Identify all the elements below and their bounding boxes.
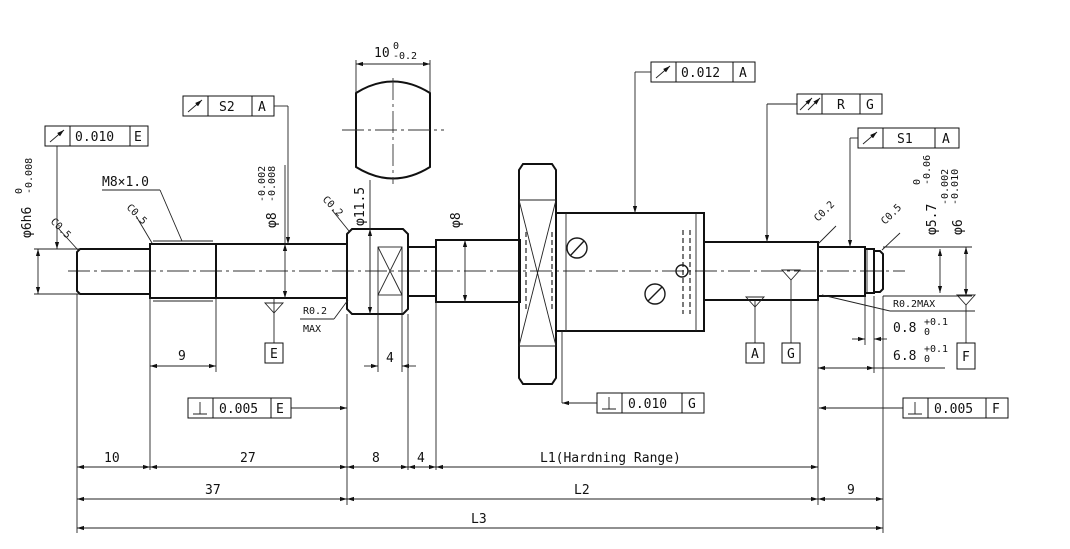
shaft-outline xyxy=(76,228,884,315)
svg-text:4: 4 xyxy=(386,351,394,366)
svg-text:φ8: φ8 xyxy=(449,212,464,228)
svg-text:S1: S1 xyxy=(897,132,913,147)
svg-text:G: G xyxy=(787,347,795,362)
fcf-runout-a: 0.012 A xyxy=(632,61,756,213)
svg-text:φ6: φ6 xyxy=(951,219,966,235)
ball-nut xyxy=(518,163,705,385)
svg-text:9: 9 xyxy=(847,483,855,498)
svg-text:-0.002: -0.002 xyxy=(257,166,268,202)
svg-text:C0.2: C0.2 xyxy=(320,194,345,219)
svg-text:-0.008: -0.008 xyxy=(267,166,278,202)
fcf-perp-f: 0.005 F xyxy=(819,397,1009,419)
svg-text:A: A xyxy=(751,347,759,362)
svg-text:+0.1: +0.1 xyxy=(924,344,948,355)
svg-text:A: A xyxy=(258,100,266,115)
svg-text:S2: S2 xyxy=(219,100,235,115)
svg-text:G: G xyxy=(688,397,696,412)
svg-text:0: 0 xyxy=(912,179,923,185)
svg-text:L1(Hardning Range): L1(Hardning Range) xyxy=(540,451,681,466)
datum-a-box xyxy=(745,342,765,364)
svg-text:10: 10 xyxy=(104,451,120,466)
dia-6h6-label: φ6h6 xyxy=(20,207,35,238)
svg-text:0: 0 xyxy=(393,41,399,52)
fcf-perp-e: 0.005 E xyxy=(187,397,347,419)
datum-f-box xyxy=(956,342,976,370)
fcf-runout-s2: S2 A xyxy=(182,95,291,244)
svg-text:C0.5: C0.5 xyxy=(48,216,73,241)
svg-text:8: 8 xyxy=(372,451,380,466)
svg-text:L3: L3 xyxy=(471,512,487,527)
svg-text:0.005: 0.005 xyxy=(934,402,973,417)
svg-text:φ5.7: φ5.7 xyxy=(925,204,940,235)
svg-text:A: A xyxy=(942,132,950,147)
svg-text:R0.2: R0.2 xyxy=(303,306,327,317)
diameter-dims: φ6h6 0 -0.008 φ8 -0.002 -0.008 φ11.5 φ8 … xyxy=(14,155,972,314)
svg-text:E: E xyxy=(276,402,284,417)
datum-g-box xyxy=(781,342,801,364)
svg-text:6.8: 6.8 xyxy=(893,349,916,364)
short-length-dims: 9 4 xyxy=(149,295,416,372)
svg-text:-0.008: -0.008 xyxy=(24,158,35,194)
svg-text:φ8: φ8 xyxy=(265,212,280,228)
datum-markers: E A G F xyxy=(263,269,977,370)
svg-text:-0.010: -0.010 xyxy=(950,169,961,205)
svg-text:0: 0 xyxy=(924,354,930,365)
svg-text:0.012: 0.012 xyxy=(681,66,720,81)
flat-dim-label: 10 xyxy=(374,46,390,61)
groove-dims: 0.8 +0.1 0 6.8 +0.1 0 xyxy=(818,296,948,373)
fcf-perp-g: 0.010 G xyxy=(561,331,705,414)
svg-text:27: 27 xyxy=(240,451,256,466)
svg-text:R: R xyxy=(837,98,845,113)
svg-text:0.8: 0.8 xyxy=(893,321,916,336)
svg-text:9: 9 xyxy=(178,349,186,364)
svg-text:E: E xyxy=(134,130,142,145)
svg-text:R0.2MAX: R0.2MAX xyxy=(893,299,935,310)
svg-text:0.005: 0.005 xyxy=(219,402,258,417)
svg-text:-0.002: -0.002 xyxy=(940,169,951,205)
svg-text:+0.1: +0.1 xyxy=(924,317,948,328)
chamfer-notes: C0.5 C0.5 M8×1.0 C0.2 C0.2 C0.5 R0.2 MAX… xyxy=(48,175,975,335)
length-dimension-chain: 10 27 8 4 L1(Hardning Range) 37 L2 9 L3 xyxy=(76,294,884,533)
fcf-runout-s1: S1 A xyxy=(847,127,960,247)
svg-text:0.010: 0.010 xyxy=(75,130,114,145)
svg-text:0: 0 xyxy=(14,188,25,194)
thread-note: M8×1.0 xyxy=(102,175,149,190)
flat-section-view: 10 0 -0.2 xyxy=(342,41,444,184)
svg-text:C0.5: C0.5 xyxy=(879,202,904,227)
svg-text:L2: L2 xyxy=(574,483,590,498)
svg-text:4: 4 xyxy=(417,451,425,466)
svg-text:MAX: MAX xyxy=(303,324,321,335)
fcf-total-runout: R G xyxy=(764,93,883,242)
svg-text:E: E xyxy=(270,347,278,362)
svg-text:0: 0 xyxy=(924,327,930,338)
svg-text:37: 37 xyxy=(205,483,221,498)
fcf-runout-e: 0.010 E xyxy=(44,125,149,249)
svg-text:φ11.5: φ11.5 xyxy=(353,187,368,226)
svg-text:C0.5: C0.5 xyxy=(124,202,149,227)
svg-text:-0.2: -0.2 xyxy=(393,51,417,62)
svg-text:F: F xyxy=(962,350,970,365)
svg-text:-0.06: -0.06 xyxy=(922,155,933,185)
svg-text:0.010: 0.010 xyxy=(628,397,667,412)
svg-text:G: G xyxy=(866,98,874,113)
svg-text:C0.2: C0.2 xyxy=(812,199,837,224)
svg-text:F: F xyxy=(992,402,1000,417)
datum-e-box xyxy=(264,342,284,364)
svg-text:A: A xyxy=(739,66,747,81)
